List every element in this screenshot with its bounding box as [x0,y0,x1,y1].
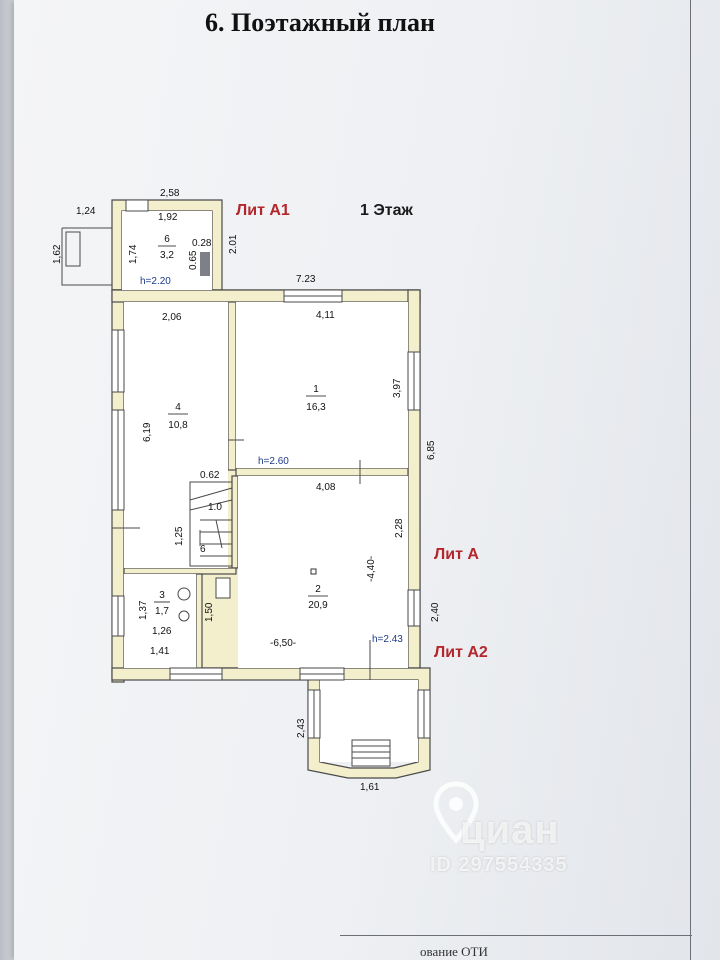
page-title: 6. Поэтажный план [205,8,436,37]
room-6-number: 6 [164,234,170,245]
room-2-floor [238,476,408,668]
dim-stair-depth: 1,25 [174,526,185,546]
dim-total-depth: 6,85 [426,440,437,460]
dim-porch-width: 1,61 [360,782,380,793]
room-4-area: 10,8 [168,420,188,431]
location-pin-icon [433,781,479,844]
height-a1: h=2.20 [140,276,171,287]
dim-room2-top: 4,08 [316,482,336,493]
height-a2: h=2.43 [372,634,403,645]
watermark-id: ID 297554335 [430,854,568,876]
dim-room4-width: 2,06 [162,312,182,323]
staircase [189,481,233,567]
dim-steps-length: 1,62 [52,244,63,264]
wall-interior-h2 [123,567,237,575]
door-marks [112,439,371,680]
wall-north [111,289,421,303]
room-2-number: 2 [315,584,321,595]
dim-porch-depth: 2,43 [296,718,307,738]
dim-stove-h: 0.65 [188,250,199,270]
plumbing [177,577,231,622]
wall-interior-v1 [227,301,237,471]
room-1-floor [236,302,408,468]
dim-annex-side: 2.01 [228,234,239,254]
lit-a2-label: Лит А2 [434,644,488,661]
dim-room1-width: 4,11 [316,310,335,321]
dim-room2-side: 2,28 [394,518,405,538]
room-4-floor [124,302,228,568]
dim-annex-height: 1,74 [128,244,139,264]
lit-a-label: Лит А [434,546,479,563]
room-3-number: 3 [159,590,165,601]
ceiling-point [310,568,317,575]
wall-interior-v2 [231,475,239,569]
floor-label: 1 Этаж [360,202,413,219]
dim-east-window: 2,40 [430,602,441,622]
footer-text: ование ОТИ [420,944,488,959]
windows [111,199,431,739]
stove-block [200,252,210,276]
room-4-number: 4 [175,402,181,413]
room-6-floor [122,211,212,290]
dim-top-annex: 2,58 [160,188,180,199]
porch-steps [351,739,391,767]
dim-stair-step: 1.0 [208,502,222,513]
frame-border [690,0,691,960]
dim-room3-width: 1,26 [152,626,172,637]
annex-steps [61,227,112,286]
room-1-area: 16,3 [306,402,326,413]
wall-interior-v3 [195,573,203,669]
dim-room1-depth: 3,97 [392,378,403,398]
dim-stove-w: 0.28 [192,238,212,249]
room-1-number: 1 [313,384,319,395]
dim-room2-width: -6,50- [270,638,296,649]
room-3-area: 1,7 [155,606,169,617]
dim-room2-depth: -4,40- [366,556,377,582]
lit-a1-label: Лит А1 [236,202,290,219]
dimension-labels: 2,58 1,92 1,24 1,62 1,74 0.28 0.65 2.01 … [52,188,441,793]
page-edge-shadow [0,0,14,960]
dim-room3-wall: 1,50 [204,602,215,622]
dim-south-left: 1,41 [150,646,170,657]
room-6-area: 3,2 [160,250,174,261]
dim-stair-number: 6 [200,544,206,555]
dim-stair-gap: 0.62 [200,470,220,481]
dim-annex-inner: 1,92 [158,212,178,223]
footer-line [340,935,692,936]
dim-steps-width: 1,24 [76,206,96,217]
height-a: h=2.60 [258,456,289,467]
watermark-brand: циан [460,808,560,852]
dim-total-width: 7.23 [296,274,316,285]
dim-room3-depth: 1,37 [138,600,149,620]
room-2-area: 20,9 [308,600,328,611]
wall-interior-h1 [235,467,409,477]
dim-room4-depth: 6,19 [142,422,153,442]
